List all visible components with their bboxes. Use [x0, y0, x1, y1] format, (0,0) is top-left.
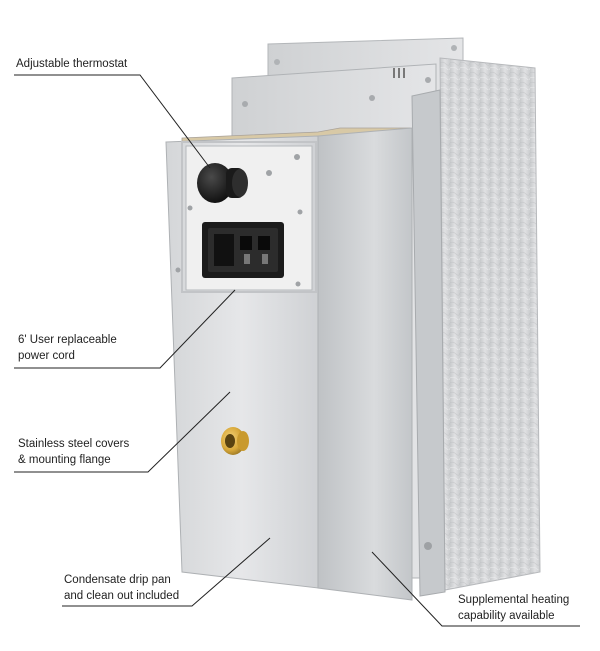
thermostat-leader — [14, 74, 211, 169]
heating-callout: Supplemental heating capability availabl… — [458, 592, 569, 624]
power-cord-label-line2: power cord — [18, 350, 75, 362]
heating-label-line1: Supplemental heating — [458, 594, 570, 606]
covers-leader — [14, 391, 231, 473]
covers-label-line2: & mounting flange — [18, 454, 111, 466]
covers-callout: Stainless steel covers & mounting flange — [18, 436, 129, 468]
heating-leader — [371, 551, 580, 627]
drip-pan-label-line1: Condensate drip pan — [64, 574, 171, 586]
power-cord-leader — [14, 289, 236, 369]
drip-pan-label-line2: and clean out included — [64, 590, 180, 602]
power-cord-callout: 6' User replaceable power cord — [18, 332, 117, 364]
power-inlet-icon — [202, 222, 284, 278]
drip-pan-callout: Condensate drip pan and clean out includ… — [64, 572, 179, 604]
flange-screw — [451, 45, 457, 51]
heating-label-line2: capability available — [458, 610, 555, 622]
thermostat-knob-icon — [197, 163, 248, 203]
thermostat-callout: Adjustable thermostat — [16, 56, 127, 72]
side-flange — [411, 89, 446, 597]
power-cord-label-line1: 6' User replaceable — [18, 334, 117, 346]
drip-pan-leader — [62, 537, 271, 607]
flange-screw — [274, 59, 280, 65]
thermostat-label: Adjustable thermostat — [16, 58, 128, 70]
brass-fitting-icon — [221, 427, 249, 455]
covers-label-line1: Stainless steel covers — [18, 438, 130, 450]
enclosure-side — [317, 127, 413, 601]
